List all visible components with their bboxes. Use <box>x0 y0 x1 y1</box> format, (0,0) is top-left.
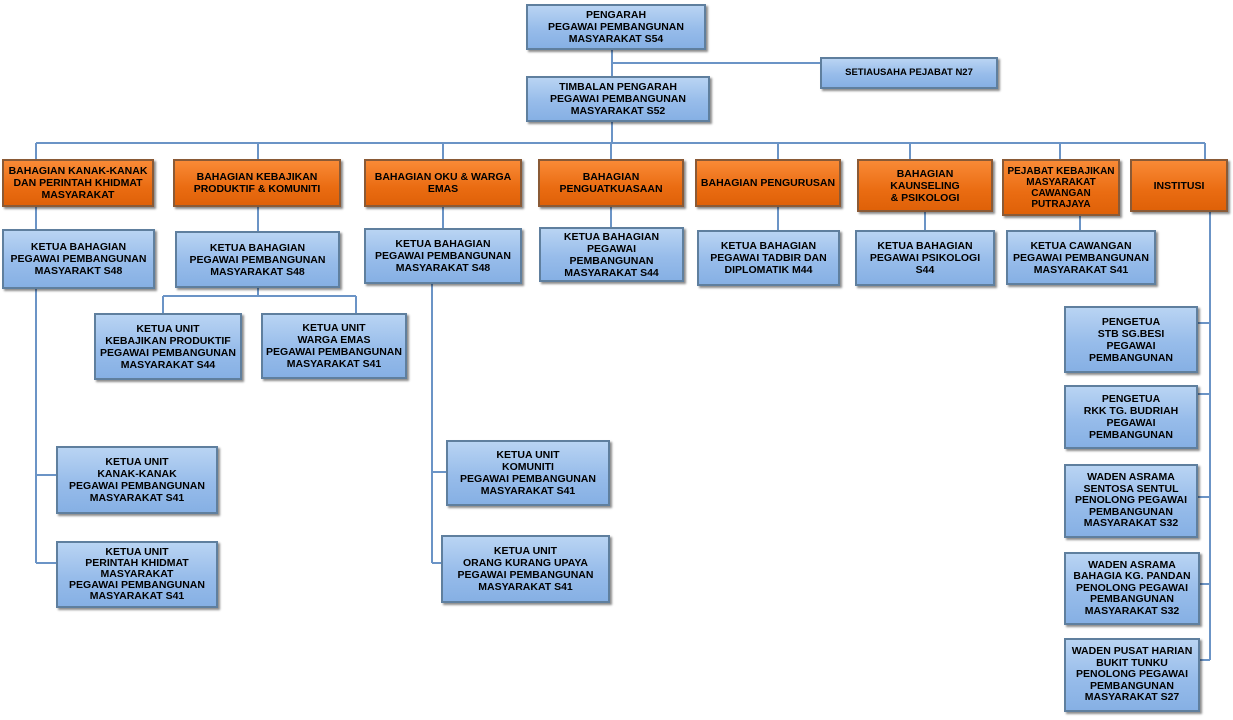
division-label: INSTITUSI <box>1153 179 1205 192</box>
division-kaunseling: BAHAGIAN KAUNSELING & PSIKOLOGI <box>857 159 993 212</box>
unit-warga-emas: KETUA UNIT WARGA EMAS PEGAWAI PEMBANGUNA… <box>261 313 407 379</box>
unit-label: KETUA UNIT KOMUNITI PEGAWAI PEMBANGUNAN … <box>460 449 596 497</box>
unit-label: PENGETUA STB SG.BESI PEGAWAI PEMBANGUNAN <box>1089 315 1173 364</box>
secretary-label: SETIAUSAHA PEJABAT N27 <box>845 67 973 78</box>
head-pejabat-putrajaya: KETUA CAWANGAN PEGAWAI PEMBANGUNAN MASYA… <box>1006 230 1156 285</box>
division-label: BAHAGIAN KAUNSELING & PSIKOLOGI <box>890 167 960 204</box>
unit-label: WADEN ASRAMA BAHAGIA KG. PANDAN PENOLONG… <box>1073 558 1191 617</box>
head-label: KETUA BAHAGIAN PEGAWAI PEMBANGUNAN MASYA… <box>10 241 147 277</box>
unit-label: KETUA UNIT WARGA EMAS PEGAWAI PEMBANGUNA… <box>266 322 402 370</box>
unit-perintah-khidmat: KETUA UNIT PERINTAH KHIDMAT MASYARAKAT P… <box>56 541 218 608</box>
deputy-label: TIMBALAN PENGARAH PEGAWAI PEMBANGUNAN MA… <box>550 81 686 117</box>
unit-bahagia-kg-pandan: WADEN ASRAMA BAHAGIA KG. PANDAN PENOLONG… <box>1064 552 1200 625</box>
division-label: BAHAGIAN PENGUATKUASAAN <box>559 171 663 195</box>
unit-orang-kurang-upaya: KETUA UNIT ORANG KURANG UPAYA PEGAWAI PE… <box>441 535 610 603</box>
division-kanak-kanak: BAHAGIAN KANAK-KANAK DAN PERINTAH KHIDMA… <box>2 159 154 207</box>
head-pengurusan: KETUA BAHAGIAN PEGAWAI TADBIR DAN DIPLOM… <box>697 230 840 286</box>
division-label: BAHAGIAN KEBAJIKAN PRODUKTIF & KOMUNITI <box>193 171 321 195</box>
head-label: KETUA BAHAGIAN PEGAWAI PSIKOLOGI S44 <box>869 240 981 276</box>
head-label: KETUA BAHAGIAN PEGAWAI PEMBANGUNAN MASYA… <box>563 230 660 279</box>
unit-sentosa-sentul: WADEN ASRAMA SENTOSA SENTUL PENOLONG PEG… <box>1064 464 1198 538</box>
unit-label: WADEN ASRAMA SENTOSA SENTUL PENOLONG PEG… <box>1074 471 1187 530</box>
unit-label: PENGETUA RKK TG. BUDRIAH PEGAWAI PEMBANG… <box>1083 393 1179 441</box>
head-kebajikan-produktif: KETUA BAHAGIAN PEGAWAI PEMBANGUNAN MASYA… <box>175 231 340 288</box>
unit-label: KETUA UNIT ORANG KURANG UPAYA PEGAWAI PE… <box>457 545 594 593</box>
unit-label: KETUA UNIT KEBAJIKAN PRODUKTIF PEGAWAI P… <box>100 322 236 371</box>
unit-kanak-kanak: KETUA UNIT KANAK-KANAK PEGAWAI PEMBANGUN… <box>56 446 218 514</box>
head-label: KETUA BAHAGIAN PEGAWAI TADBIR DAN DIPLOM… <box>710 240 827 276</box>
division-oku-warga-emas: BAHAGIAN OKU & WARGA EMAS <box>364 159 522 207</box>
unit-stb-sg-besi: PENGETUA STB SG.BESI PEGAWAI PEMBANGUNAN <box>1064 306 1198 373</box>
unit-label: WADEN PUSAT HARIAN BUKIT TUNKU PENOLONG … <box>1071 645 1193 704</box>
unit-label: KETUA UNIT KANAK-KANAK PEGAWAI PEMBANGUN… <box>69 456 205 504</box>
division-label: BAHAGIAN PENGURUSAN <box>700 177 836 189</box>
unit-rkk-tg-budriah: PENGETUA RKK TG. BUDRIAH PEGAWAI PEMBANG… <box>1064 385 1198 449</box>
head-kanak-kanak: KETUA BAHAGIAN PEGAWAI PEMBANGUNAN MASYA… <box>2 229 155 289</box>
division-label: BAHAGIAN OKU & WARGA EMAS <box>374 171 512 195</box>
division-pengurusan: BAHAGIAN PENGURUSAN <box>695 159 841 207</box>
division-penguatkuasaan: BAHAGIAN PENGUATKUASAAN <box>538 159 684 207</box>
division-institusi: INSTITUSI <box>1130 159 1228 212</box>
head-kaunseling: KETUA BAHAGIAN PEGAWAI PSIKOLOGI S44 <box>855 230 995 286</box>
director-box: PENGARAH PEGAWAI PEMBANGUNAN MASYARAKAT … <box>526 4 706 50</box>
secretary-box: SETIAUSAHA PEJABAT N27 <box>820 57 998 89</box>
unit-label: KETUA UNIT PERINTAH KHIDMAT MASYARAKAT P… <box>69 546 205 602</box>
division-kebajikan-produktif: BAHAGIAN KEBAJIKAN PRODUKTIF & KOMUNITI <box>173 159 341 207</box>
division-label: BAHAGIAN KANAK-KANAK DAN PERINTAH KHIDMA… <box>8 165 148 201</box>
director-label: PENGARAH PEGAWAI PEMBANGUNAN MASYARAKAT … <box>548 9 684 45</box>
head-oku-warga-emas: KETUA BAHAGIAN PEGAWAI PEMBANGUNAN MASYA… <box>364 228 522 284</box>
head-label: KETUA CAWANGAN PEGAWAI PEMBANGUNAN MASYA… <box>1013 239 1149 276</box>
head-label: KETUA BAHAGIAN PEGAWAI PEMBANGUNAN MASYA… <box>189 241 326 278</box>
head-label: KETUA BAHAGIAN PEGAWAI PEMBANGUNAN MASYA… <box>375 238 511 274</box>
head-penguatkuasaan: KETUA BAHAGIAN PEGAWAI PEMBANGUNAN MASYA… <box>539 227 684 282</box>
deputy-box: TIMBALAN PENGARAH PEGAWAI PEMBANGUNAN MA… <box>526 76 710 122</box>
unit-komuniti: KETUA UNIT KOMUNITI PEGAWAI PEMBANGUNAN … <box>446 440 610 506</box>
division-pejabat-putrajaya: PEJABAT KEBAJIKAN MASYARAKAT CAWANGAN PU… <box>1002 159 1120 216</box>
division-label: PEJABAT KEBAJIKAN MASYARAKAT CAWANGAN PU… <box>1007 165 1115 210</box>
unit-kebajikan-produktif: KETUA UNIT KEBAJIKAN PRODUKTIF PEGAWAI P… <box>94 313 242 380</box>
unit-bukit-tunku: WADEN PUSAT HARIAN BUKIT TUNKU PENOLONG … <box>1064 638 1200 712</box>
